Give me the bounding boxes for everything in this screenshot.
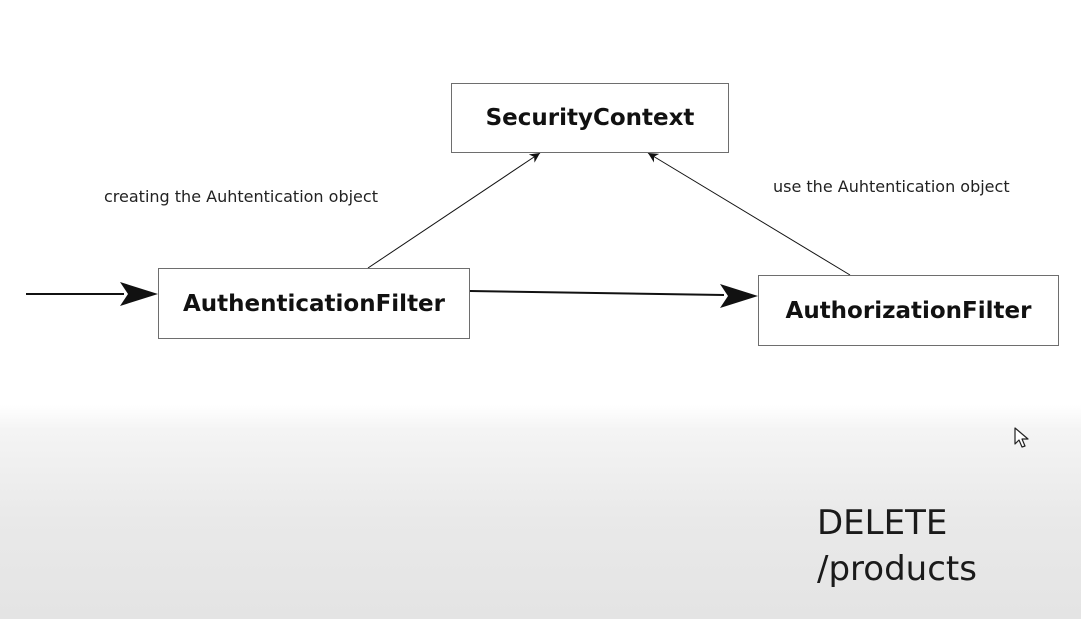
authorization-filter-box: AuthorizationFilter <box>758 275 1059 346</box>
mouse-cursor-icon <box>1014 427 1029 448</box>
use-auth-label: use the Auhtentication object <box>773 177 1010 196</box>
filter-chain-arrowhead <box>720 284 758 308</box>
security-context-box: SecurityContext <box>451 83 729 153</box>
create-auth-arrow <box>367 152 541 269</box>
filter-chain-arrow <box>469 290 725 296</box>
incoming-arrowhead <box>120 282 158 306</box>
creating-auth-label: creating the Auhtentication object <box>104 187 378 206</box>
authentication-filter-box: AuthenticationFilter <box>158 268 470 339</box>
http-method: DELETE <box>817 503 948 543</box>
request-caption: DELETE /products <box>817 500 977 592</box>
use-auth-arrow <box>647 152 851 276</box>
request-path: /products <box>817 549 977 589</box>
